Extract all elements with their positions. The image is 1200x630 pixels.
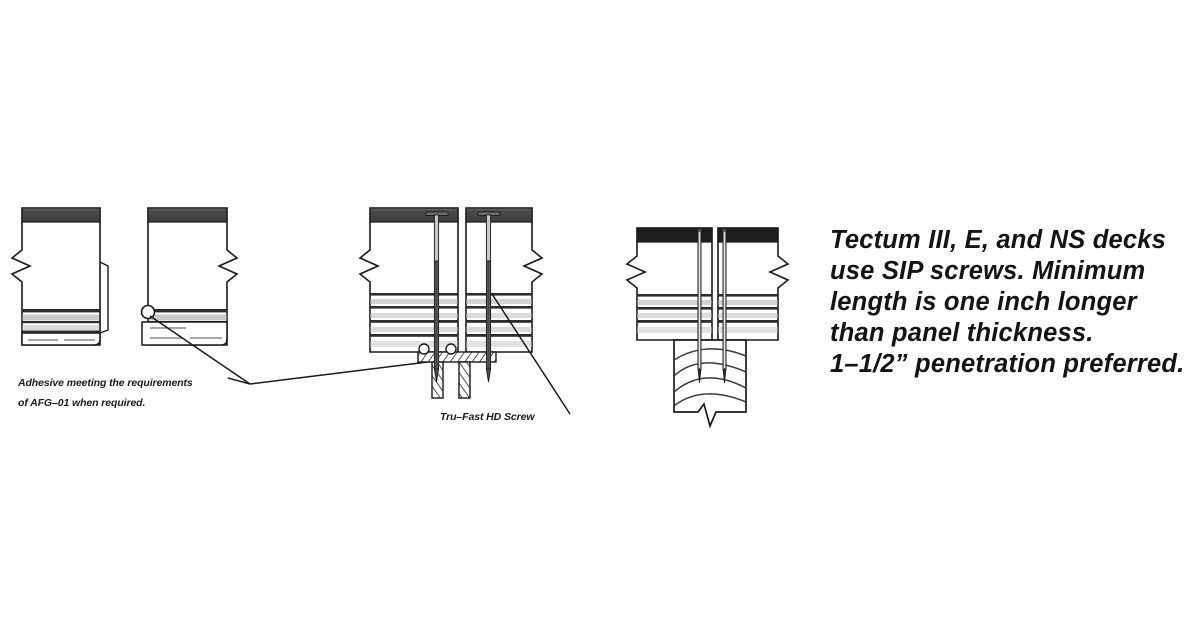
- deck-bead-right: [445, 343, 457, 355]
- panel-top-cap-right: [717, 227, 779, 243]
- screw-shank: [722, 230, 727, 370]
- detail-panel-butt-joint-left: [10, 207, 109, 346]
- steel-deck: [417, 343, 497, 399]
- panel-top-cap-left: [636, 227, 713, 243]
- tru-fast-hd-screw-left: [425, 211, 449, 383]
- screw-shank-threaded: [433, 260, 440, 370]
- screw-point: [697, 368, 702, 384]
- deck-bead-left: [418, 343, 430, 355]
- panel-bottom-lip: [21, 332, 101, 346]
- note-line-5: 1–1/2” penetration preferred.: [830, 350, 1184, 378]
- panel-top-cap: [147, 207, 228, 223]
- screw-shank-threaded: [485, 260, 492, 370]
- sip-screw-left: [696, 228, 703, 384]
- note-line-2: use SIP screws. Minimum: [830, 257, 1145, 285]
- adhesive-bead: [140, 304, 156, 320]
- panel-laminate-bands: [22, 309, 100, 334]
- screw-shank: [697, 230, 702, 370]
- note-line-1: Tectum III, E, and NS decks: [830, 226, 1166, 254]
- screw-shank-upper: [485, 214, 492, 262]
- panel-bottom-lip: [141, 321, 228, 346]
- adhesive-leader-lines: [149, 315, 445, 385]
- panel-top-cap: [21, 207, 101, 223]
- note-line-4: than panel thickness.: [830, 319, 1094, 347]
- adhesive-callout: Adhesive meeting the requirements of AFG…: [17, 377, 193, 409]
- screw-leader-line: [491, 293, 571, 415]
- panel-edge-step: [99, 261, 109, 334]
- adhesive-callout-line-1: Adhesive meeting the requirements: [17, 377, 193, 389]
- panel-outline-left: [625, 227, 713, 341]
- detail-panel-on-wood-beam: [625, 227, 790, 429]
- wood-beam: [673, 339, 747, 429]
- detail-panel-on-steel-deck: [358, 207, 544, 399]
- panel-laminate-bands: [370, 293, 532, 347]
- sip-screw-right: [721, 228, 728, 384]
- detail-panel-butt-joint-adhesive: [140, 207, 239, 346]
- wood-grain-lines: [673, 348, 747, 407]
- screw-callout: Tru–Fast HD Screw: [440, 411, 535, 423]
- screw-point: [433, 368, 440, 383]
- screw-shank-upper: [433, 214, 440, 262]
- adhesive-callout-line-2: of AFG–01 when required.: [18, 397, 146, 409]
- note-line-3: length is one inch longer: [830, 288, 1139, 316]
- tru-fast-hd-screw-right: [477, 211, 501, 383]
- main-note-block: Tectum III, E, and NS decks use SIP scre…: [830, 226, 1184, 378]
- deck-flute-right: [458, 361, 471, 399]
- screw-point: [485, 368, 492, 383]
- screw-callout-line-1: Tru–Fast HD Screw: [440, 411, 535, 423]
- panel-outline-right: [717, 227, 790, 341]
- panel-outline: [10, 207, 101, 346]
- deck-top-flange: [417, 351, 497, 363]
- screw-point: [722, 368, 727, 384]
- panel-laminate-bands: [637, 294, 778, 333]
